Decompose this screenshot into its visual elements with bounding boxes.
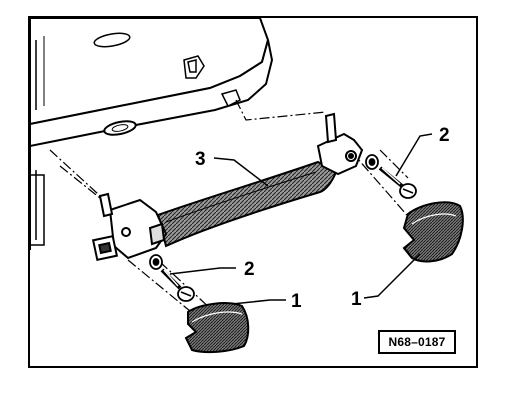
reference-number: N68–0187	[388, 335, 446, 349]
callout-3-grab-handle: 3	[195, 149, 206, 170]
roof-lining-panel	[30, 18, 274, 250]
screw-right	[365, 154, 417, 199]
handle-mount-right	[316, 112, 364, 176]
reference-number-box: N68–0187	[378, 330, 456, 354]
callout-1-cover-left: 1	[291, 291, 302, 312]
grab-handle	[156, 160, 338, 248]
cover-cap-left	[184, 302, 250, 354]
callout-2-screw-left: 2	[244, 259, 255, 280]
panel-clip-upper	[183, 55, 205, 79]
leader-lines	[169, 133, 433, 305]
panel-recess-upper	[93, 32, 131, 48]
screw-left	[149, 254, 195, 302]
cover-cap-right	[402, 201, 464, 263]
callout-2-screw-right: 2	[439, 125, 450, 146]
callout-1-cover-right: 1	[351, 289, 362, 310]
panel-clip-lower	[220, 89, 241, 108]
panel-recess-lower	[103, 120, 137, 136]
handle-mount-left	[91, 192, 168, 262]
